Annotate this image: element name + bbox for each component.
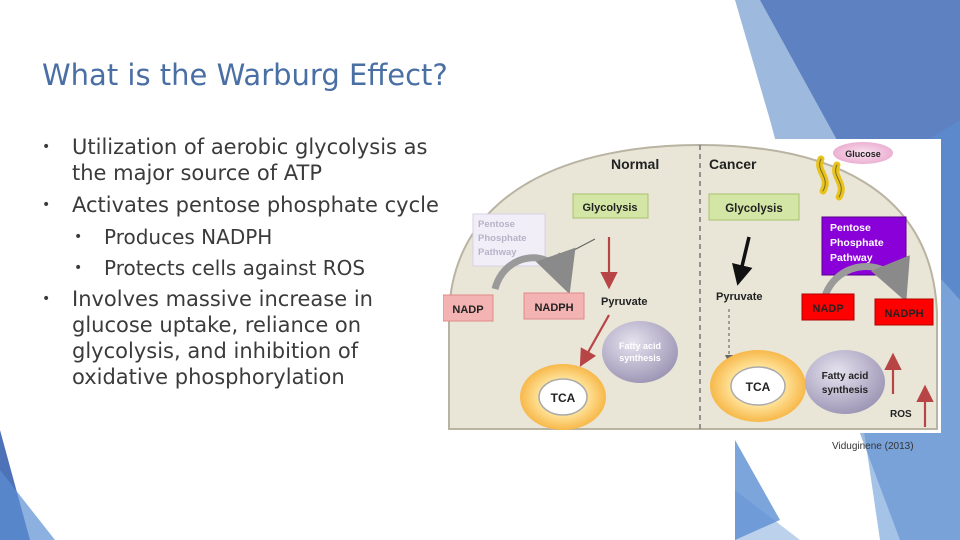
glucose-label: Glucose	[833, 142, 893, 164]
svg-text:Pathway: Pathway	[830, 252, 873, 264]
svg-text:Fatty acid: Fatty acid	[822, 371, 869, 382]
bullet-item: Activates pentose phosphate cycle	[42, 192, 442, 218]
svg-text:Glycolysis: Glycolysis	[725, 203, 783, 215]
svg-text:NADPH: NADPH	[534, 302, 573, 314]
svg-text:TCA: TCA	[746, 380, 771, 394]
svg-text:Phosphate: Phosphate	[478, 233, 527, 244]
bullet-list: Utilization of aerobic glycolysis as the…	[42, 134, 442, 396]
svg-text:Phosphate: Phosphate	[830, 237, 884, 249]
normal-fatty-acid-synthesis: Fatty acid synthesis	[602, 321, 678, 383]
cancer-nadph-box: NADPH	[874, 298, 934, 326]
arrow-cancer-glycolysis-to-pyruvate	[732, 236, 753, 286]
svg-text:Pentose: Pentose	[830, 222, 871, 234]
svg-text:Glycolysis: Glycolysis	[582, 202, 637, 214]
cancer-tca-cycle: TCA	[710, 350, 806, 422]
svg-text:TCA: TCA	[551, 391, 576, 405]
cancer-pyruvate-label: Pyruvate	[716, 291, 762, 303]
svg-text:NADP: NADP	[452, 304, 483, 316]
svg-text:Pentose: Pentose	[478, 219, 515, 230]
cancer-fatty-acid-synthesis: Fatty acid synthesis	[805, 350, 885, 414]
bullet-item: Involves massive increase in glucose upt…	[42, 286, 442, 390]
svg-text:Glucose: Glucose	[845, 149, 881, 159]
normal-header: Normal	[611, 156, 659, 172]
svg-text:NADPH: NADPH	[884, 308, 923, 320]
image-credit: Viduginene (2013)	[832, 441, 914, 452]
arrow-pyruvate-to-tca	[579, 314, 610, 367]
normal-nadph-box: NADPH	[523, 292, 585, 320]
sub-bullet-item: Protects cells against ROS	[42, 255, 442, 281]
ros-label: ROS	[890, 409, 912, 420]
normal-nadp-box: NADP	[443, 294, 494, 322]
normal-pyruvate-label: Pyruvate	[601, 296, 647, 308]
cancer-glycolysis-box: Glycolysis	[708, 193, 800, 221]
svg-text:NADP: NADP	[812, 303, 843, 315]
bullet-item: Utilization of aerobic glycolysis as the…	[42, 134, 442, 186]
svg-text:synthesis: synthesis	[822, 385, 869, 396]
svg-text:synthesis: synthesis	[619, 353, 661, 363]
svg-text:Pathway: Pathway	[478, 247, 517, 258]
normal-tca-cycle: TCA	[520, 364, 606, 430]
arrow-nadp-to-nadph	[491, 247, 576, 295]
normal-glycolysis-box: Glycolysis	[572, 193, 649, 219]
warburg-diagram: Normal Glycolysis Pentose Phosphate Path…	[443, 139, 941, 433]
cancer-nadp-box: NADP	[801, 293, 855, 321]
cancer-header: Cancer	[709, 156, 757, 172]
arrow-cancer-nadp-to-nadph	[821, 255, 910, 302]
sub-bullet-item: Produces NADPH	[42, 224, 442, 250]
glucose-transporter-icon	[816, 155, 845, 201]
slide-title: What is the Warburg Effect?	[42, 58, 448, 92]
svg-text:Fatty acid: Fatty acid	[619, 341, 661, 351]
